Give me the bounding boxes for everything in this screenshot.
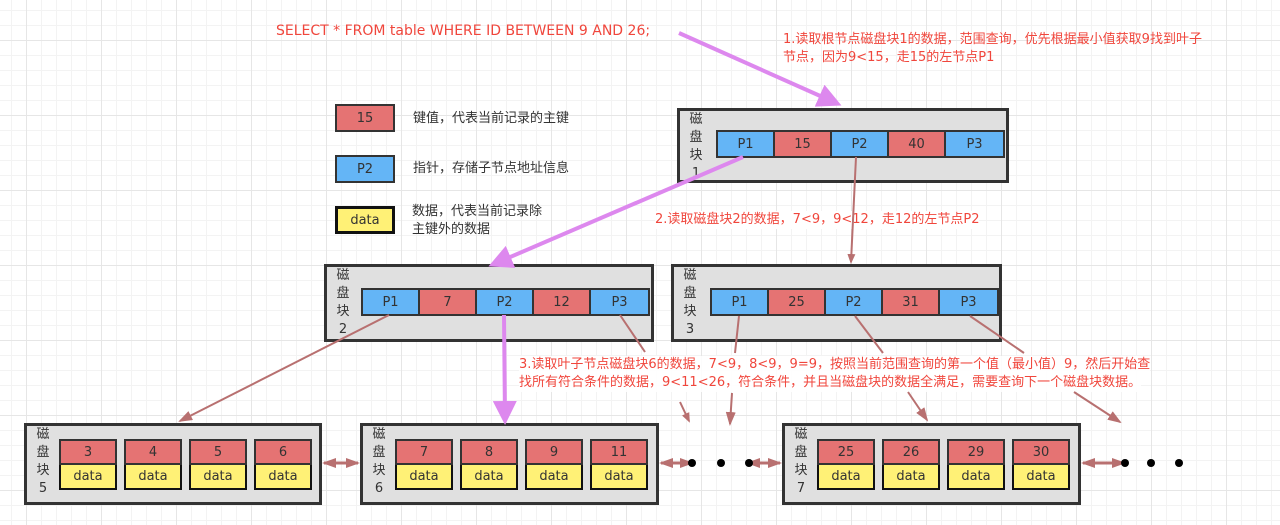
key-cell: 4: [124, 439, 182, 465]
key-cell: 31: [883, 290, 940, 314]
data-cell: data: [460, 465, 518, 490]
legend-data-desc-line1: 数据，代表当前记录除: [412, 204, 543, 219]
disk-block-1-cells: P1 15 P2 40 P3: [716, 130, 1005, 158]
legend-data-desc-line2: 主键外的数据: [412, 222, 491, 237]
disk-block-2-label: 磁 盘 块 2: [336, 268, 350, 337]
key-cell: 12: [534, 290, 591, 314]
disk-block-2-cells: P1 7 P2 12 P3: [361, 288, 650, 316]
pointer-arrow-block3-p2-end: [907, 391, 929, 422]
pointer-arrow-block3-p3-end: [1073, 391, 1122, 424]
data-cell: data: [882, 465, 940, 490]
pointer-cell: P3: [591, 290, 648, 314]
pointer-cell: P1: [718, 132, 775, 156]
pointer-cell: P3: [946, 132, 1003, 156]
key-cell: 29: [947, 439, 1005, 465]
disk-block-7-label: 磁 盘 块 7: [794, 427, 808, 496]
key-cell: 25: [769, 290, 826, 314]
ellipsis-dot: [745, 459, 753, 467]
pointer-arrow-block2-p3-end: [679, 401, 690, 423]
data-cell: data: [189, 465, 247, 490]
legend-key-desc: 键值，代表当前记录的主键: [413, 111, 570, 126]
legend-key-swatch: 15: [335, 104, 395, 132]
ellipsis-dot: [1147, 459, 1155, 467]
disk-block-1: 磁 盘 块 1 P1 15 P2 40 P3: [677, 108, 1009, 183]
disk-block-1-label: 磁 盘 块 1: [689, 112, 703, 181]
data-cell: data: [590, 465, 648, 490]
pointer-cell: P1: [712, 290, 769, 314]
key-cell: 8: [460, 439, 518, 465]
data-cell: data: [525, 465, 583, 490]
pointer-cell: P1: [363, 290, 420, 314]
key-cell: 15: [775, 132, 832, 156]
sql-query: SELECT * FROM table WHERE ID BETWEEN 9 A…: [276, 23, 651, 39]
key-cell: 25: [817, 439, 875, 465]
ellipsis-dot: [1121, 459, 1129, 467]
data-cell: data: [947, 465, 1005, 490]
data-cell: data: [395, 465, 453, 490]
key-cell: 11: [590, 439, 648, 465]
data-cell: data: [817, 465, 875, 490]
step1-annotation-line1: 1.读取根节点磁盘块1的数据，范围查询，优先根据最小值获取9找到叶子: [783, 32, 1202, 47]
data-cell: data: [1012, 465, 1070, 490]
pointer-arrow-block3-p1-end: [725, 392, 736, 426]
data-cell: data: [59, 465, 117, 490]
disk-block-3: 磁 盘 块 3 P1 25 P2 31 P3: [671, 264, 1002, 342]
key-cell: 7: [395, 439, 453, 465]
key-cell: 30: [1012, 439, 1070, 465]
key-cell: 26: [882, 439, 940, 465]
step3-annotation-line2: 找所有符合条件的数据，9<11<26，符合条件，并且当磁盘块的数据全满足，需要查…: [519, 374, 1142, 392]
key-cell: 5: [189, 439, 247, 465]
pointer-cell: P2: [826, 290, 883, 314]
key-cell: 6: [254, 439, 312, 465]
disk-block-3-label: 磁 盘 块 3: [683, 268, 697, 337]
key-cell: 3: [59, 439, 117, 465]
step3-annotation-line1: 3.读取叶子节点磁盘块6的数据，7<9，8<9，9=9，按照当前范围查询的第一个…: [519, 356, 1151, 374]
pointer-cell: P2: [832, 132, 889, 156]
disk-block-2: 磁 盘 块 2 P1 7 P2 12 P3: [324, 264, 654, 342]
ellipsis-dot: [1175, 459, 1183, 467]
disk-block-3-cells: P1 25 P2 31 P3: [710, 288, 999, 316]
legend-pointer-swatch: P2: [335, 155, 395, 183]
key-cell: 9: [525, 439, 583, 465]
disk-block-5-label: 磁 盘 块 5: [36, 427, 50, 496]
pointer-cell: P2: [477, 290, 534, 314]
key-cell: 7: [420, 290, 477, 314]
ellipsis-dot: [717, 459, 725, 467]
key-cell: 40: [889, 132, 946, 156]
legend-data-swatch: data: [335, 206, 395, 234]
disk-block-6-label: 磁 盘 块 6: [372, 427, 386, 496]
data-cell: data: [254, 465, 312, 490]
data-cell: data: [124, 465, 182, 490]
step1-annotation-line2: 节点，因为9<15，走15的左节点P1: [783, 50, 995, 65]
step2-annotation: 2.读取磁盘块2的数据，7<9，9<12，走12的左节点P2: [655, 211, 980, 229]
pointer-cell: P3: [940, 290, 997, 314]
legend-pointer-desc: 指针，存储子节点地址信息: [413, 161, 570, 176]
ellipsis-dot: [688, 459, 696, 467]
